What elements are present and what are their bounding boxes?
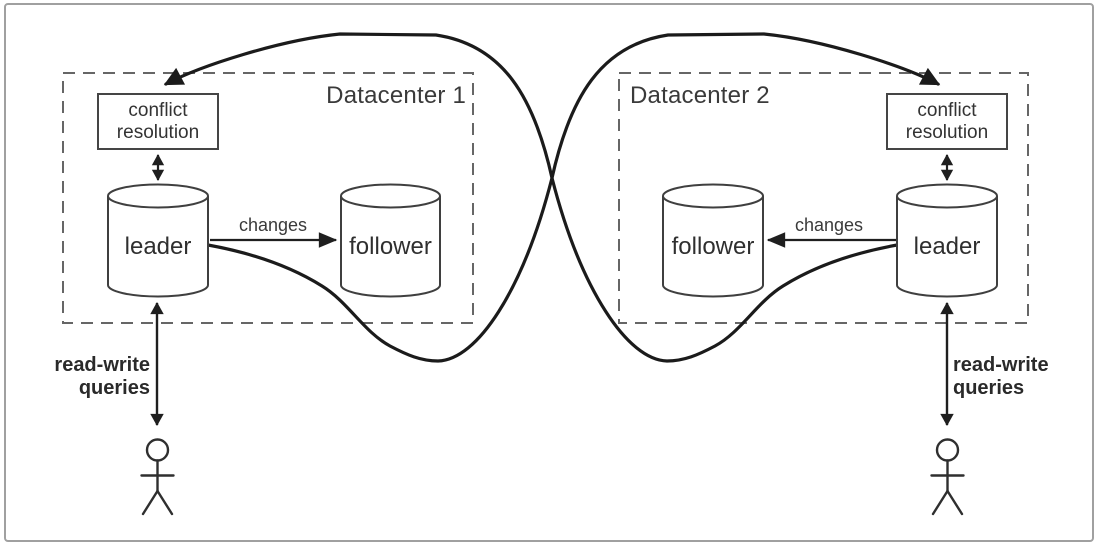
datacenter-2-dashed-border [618, 72, 1029, 324]
dc1-changes-label: changes [238, 215, 308, 235]
figure-frame [4, 3, 1094, 542]
dc2-rw-line2: queries [953, 377, 1025, 399]
replication-curve-dc1-leader-to-dc2-conflict-resolution [206, 32, 941, 363]
dc2-changes-label: changes [794, 215, 864, 235]
dc2-leader-label: leader [913, 233, 981, 260]
dc2-leader-database-cylinder-icon [896, 183, 998, 298]
dc1-rw-line1: read-write [54, 354, 150, 376]
dc2-conflict-resolution-box: conflict resolution [886, 93, 1008, 150]
dc2-follower-database-cylinder-icon [662, 183, 764, 298]
dc1-leader-database-cylinder-icon [107, 183, 209, 298]
dc1-rw-line2: queries [78, 377, 150, 399]
dc1-read-write-queries-label: read-write queries [30, 354, 150, 400]
dc2-user-stick-figure-person-icon [930, 438, 965, 516]
dc1-follower-label: follower [349, 233, 432, 260]
dc1-leader-label: leader [124, 233, 192, 260]
dc2-read-write-queries-label: read-write queries [953, 354, 1083, 400]
dc2-conflict-resolution-line1: conflict [917, 99, 977, 121]
dc1-conflict-resolution-box: conflict resolution [97, 93, 219, 150]
dc1-user-stick-figure-person-icon [140, 438, 175, 516]
dc2-follower-label: follower [671, 233, 755, 260]
datacenter-2-label: Datacenter 2 [630, 82, 770, 109]
dc2-rw-line1: read-write [953, 354, 1049, 376]
datacenter-1-label: Datacenter 1 [326, 82, 466, 109]
dc2-conflict-resolution-line2: resolution [905, 121, 989, 143]
replication-curve-dc2-leader-to-dc1-conflict-resolution [163, 32, 899, 363]
dc1-conflict-resolution-line2: resolution [116, 121, 200, 143]
dc1-follower-database-cylinder-icon [340, 183, 441, 298]
dc1-conflict-resolution-line1: conflict [128, 99, 188, 121]
datacenter-1-dashed-border [62, 72, 474, 324]
